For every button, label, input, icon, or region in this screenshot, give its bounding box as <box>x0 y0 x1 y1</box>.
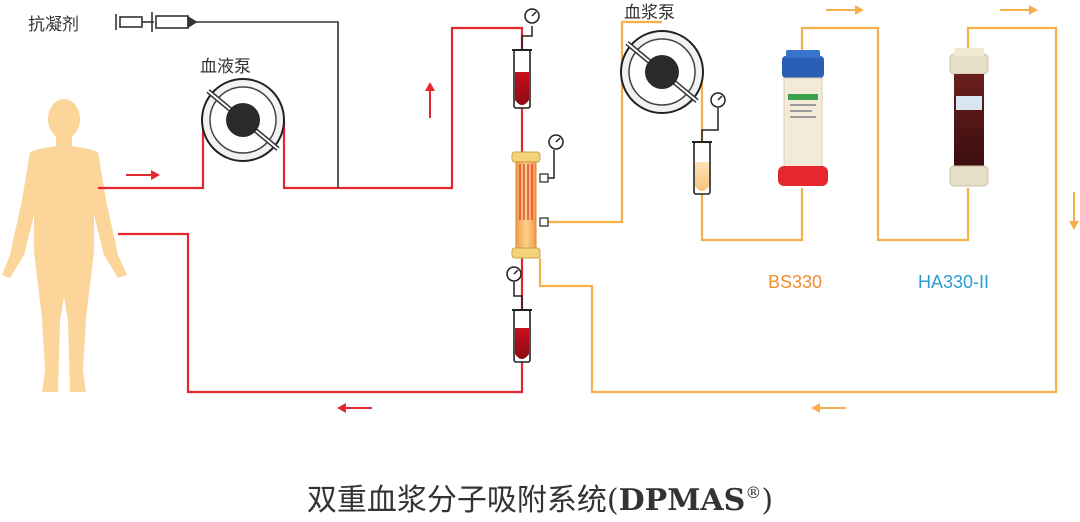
ha330-return-line <box>538 26 1058 394</box>
bs330-label: BS330 <box>768 272 822 292</box>
plasma-outlet-line <box>547 20 662 224</box>
title-en: DPMAS <box>619 483 746 518</box>
anticoagulant-label: 抗凝剂 <box>28 15 79 35</box>
plasma-pump-label: 血浆泵 <box>624 3 675 23</box>
arrow-left-blood <box>337 403 372 413</box>
ha330-label: HA330-II <box>918 272 989 292</box>
pressure-gauge-icon-3 <box>506 266 523 310</box>
plasma-pump-icon <box>620 30 704 114</box>
pressure-gauge-icon-1 <box>521 8 540 50</box>
arrow-right-plasma-2 <box>1000 5 1038 15</box>
venous-return-line <box>118 232 524 394</box>
arrow-right-blood <box>126 170 160 180</box>
bs330-cartridge <box>778 50 828 186</box>
title-paren-open: ( <box>607 483 619 518</box>
syringe-icon <box>115 12 198 32</box>
pressure-gauge-icon-4 <box>701 92 726 142</box>
page-title: 双重血浆分子吸附系统(DPMAS®) <box>307 483 773 518</box>
venous-drip-chamber <box>512 309 532 363</box>
arterial-drip-chamber <box>512 49 532 109</box>
arterial-line <box>98 120 205 190</box>
title-paren-close: ) <box>761 483 773 518</box>
pressure-gauge-icon-2 <box>540 134 564 179</box>
flow-arrows <box>126 5 1079 413</box>
arrow-right-plasma-1 <box>826 5 864 15</box>
arrow-down-plasma <box>1069 192 1079 230</box>
plasma-drip-chamber <box>692 141 712 195</box>
title-registered: ® <box>745 483 761 502</box>
blood-pump-icon <box>201 78 285 162</box>
arrow-up-blood <box>425 82 435 118</box>
blood-circuit <box>98 26 524 394</box>
plasma-separator <box>511 151 549 259</box>
ha330-ii-cartridge <box>949 48 989 187</box>
bs330-to-ha330-line <box>800 26 970 242</box>
blood-pump-label: 血液泵 <box>200 57 251 77</box>
human-body <box>2 99 127 392</box>
arrow-left-plasma <box>811 403 846 413</box>
blood-pump-outlet-line <box>282 26 524 190</box>
title-cn: 双重血浆分子吸附系统 <box>307 483 607 518</box>
anticoagulant-line <box>196 21 339 188</box>
